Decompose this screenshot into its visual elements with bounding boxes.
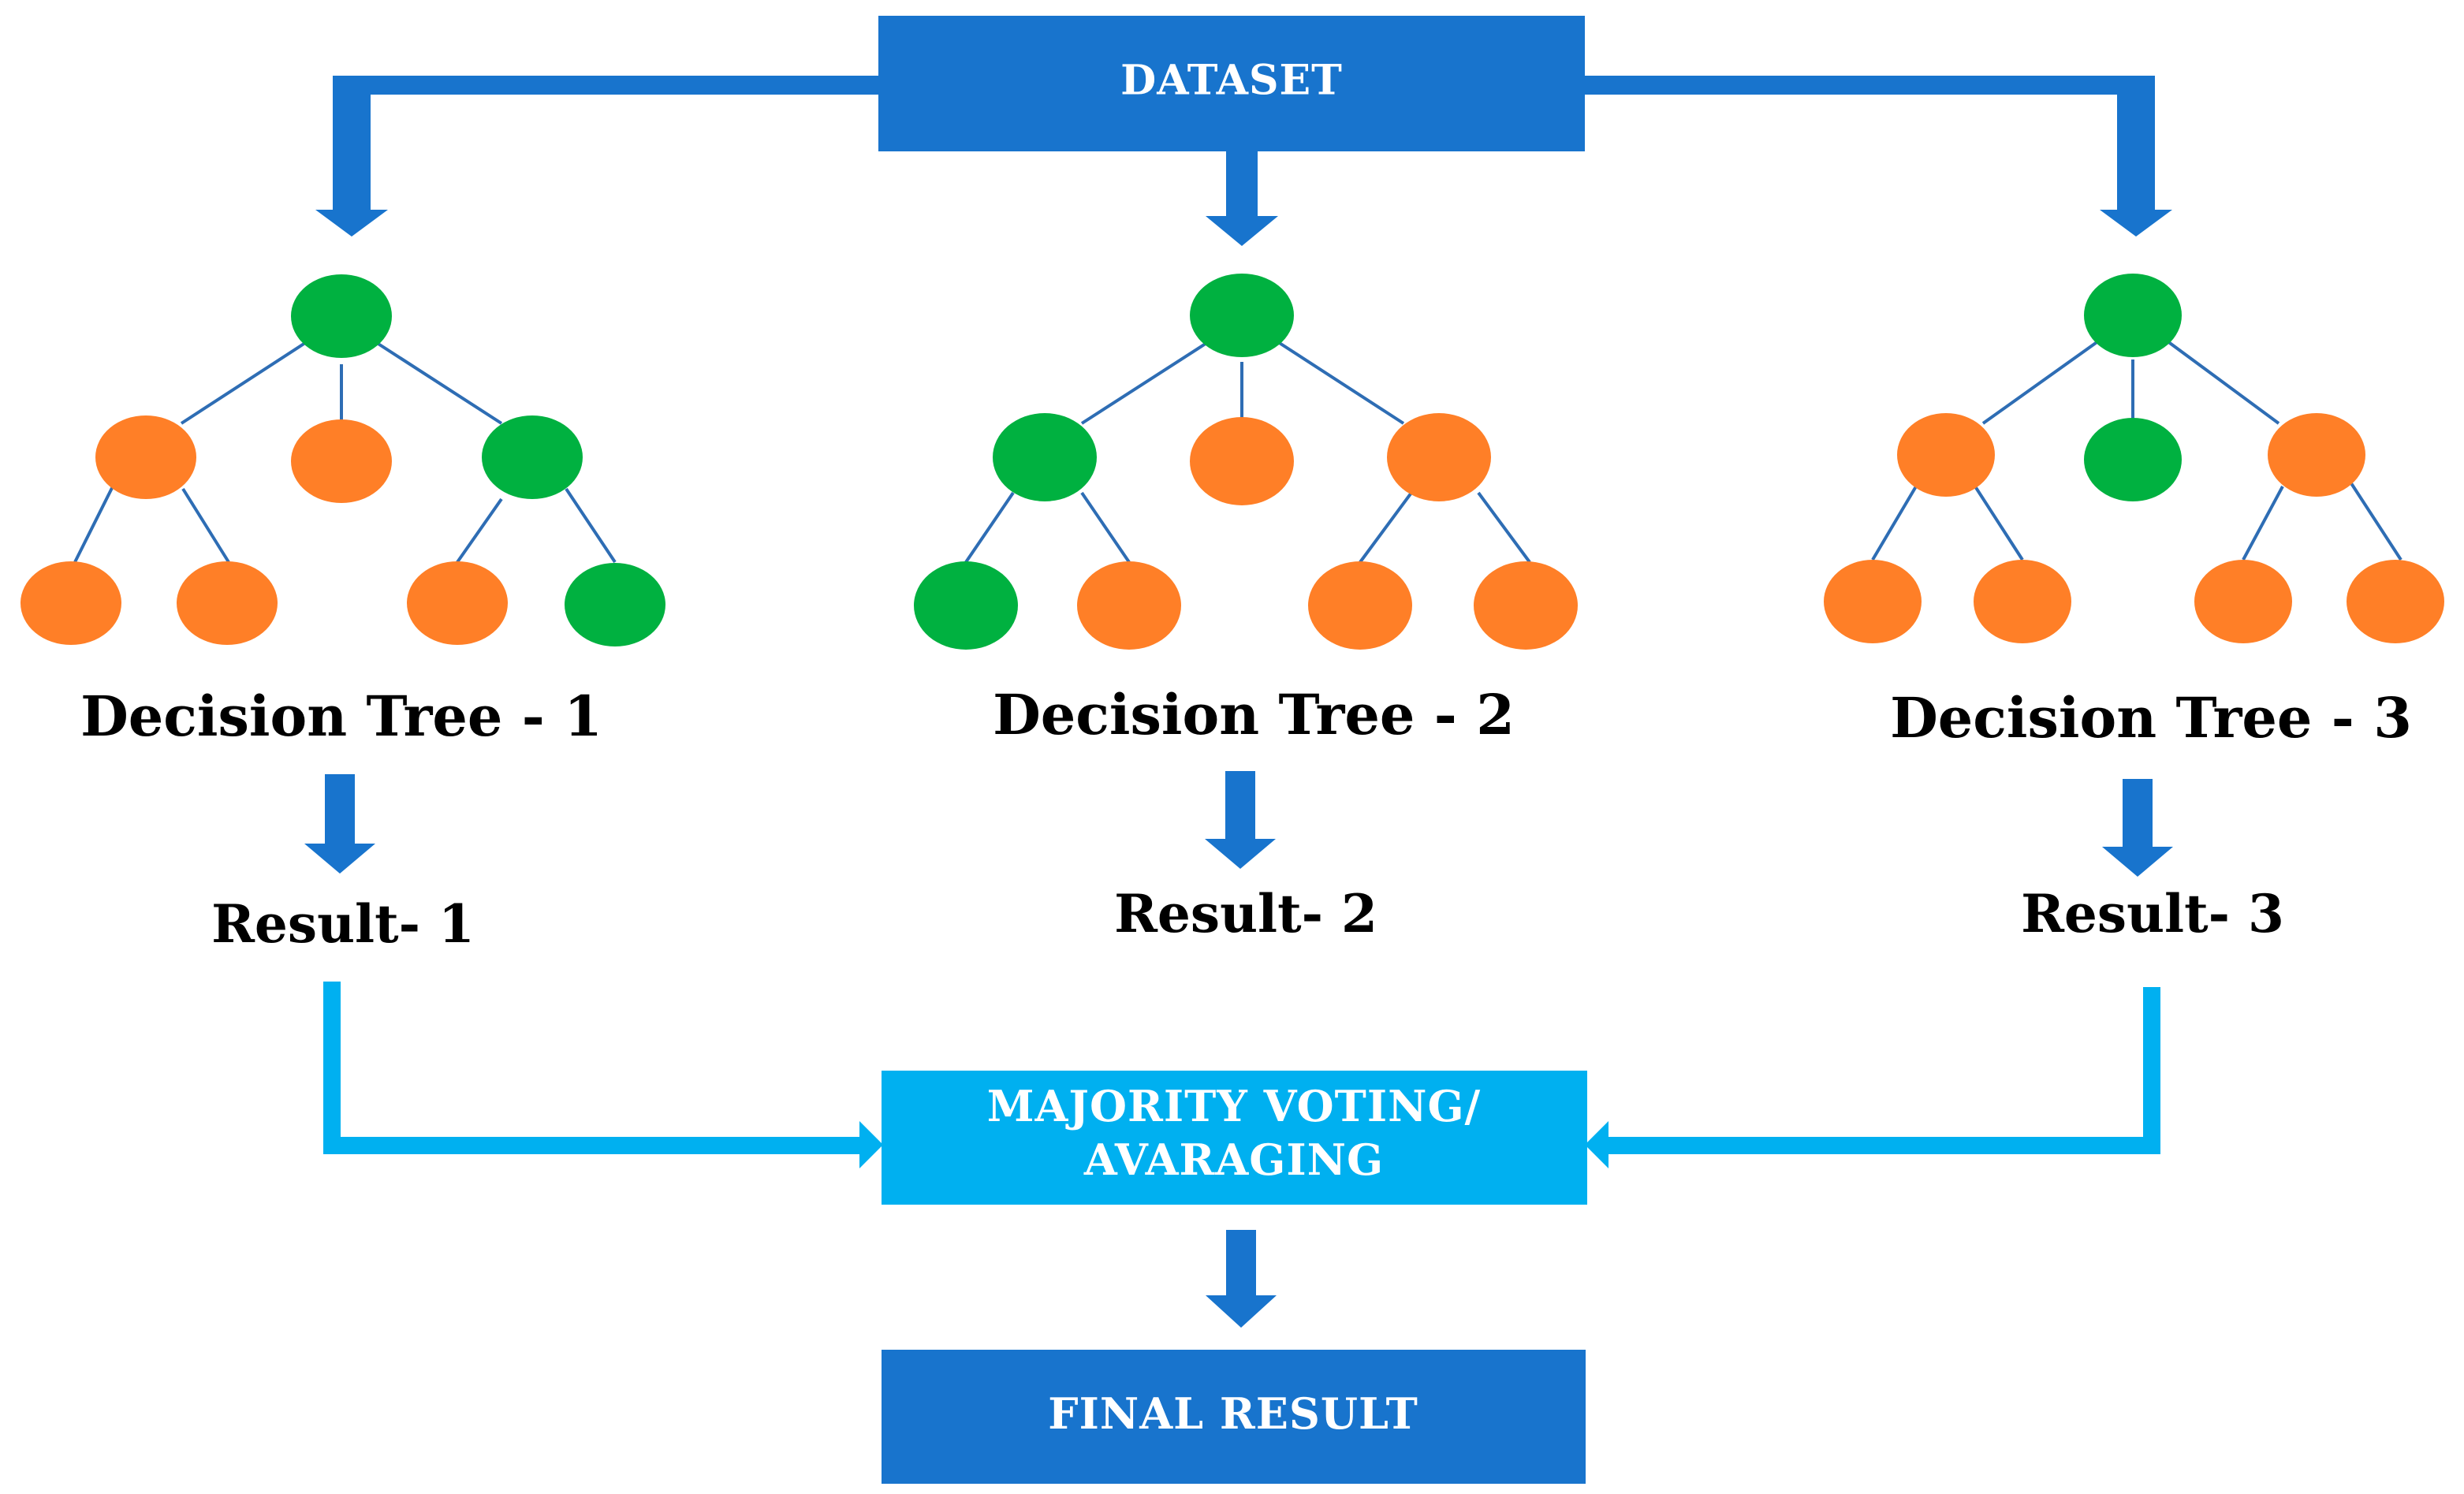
tree-node-leaf-3	[1308, 561, 1412, 650]
tree-edges	[1871, 337, 2402, 561]
voting-label-line2: AVARAGING	[1083, 1134, 1384, 1185]
results-to-voting-arrows	[323, 982, 2160, 1168]
tree-node-leaf-3	[2194, 560, 2292, 643]
tree-node-leaf-4	[565, 563, 665, 646]
tree-edges	[73, 340, 617, 564]
final-result-label: FINAL RESULT	[1048, 1388, 1418, 1439]
tree-node-level1-3	[482, 415, 583, 499]
tree-node-level1-2	[2084, 418, 2182, 501]
tree-3-title: Decision Tree - 3	[1890, 685, 2412, 751]
arrow-voting-to-final	[1206, 1230, 1277, 1328]
tree-node-leaf-1	[1824, 560, 1922, 643]
arrow-dataset-to-tree-3	[1585, 76, 2172, 237]
tree-node-leaf-2	[177, 561, 278, 645]
tree-node-root	[291, 274, 392, 358]
voting-label-line1: MAJORITY VOTING/	[987, 1081, 1482, 1131]
tree-node-leaf-1	[914, 561, 1018, 650]
decision-tree-1: Decision Tree - 1	[21, 274, 665, 749]
tree-node-leaf-4	[2347, 560, 2444, 643]
arrow-dataset-to-tree-1	[315, 76, 878, 237]
arrow-result-1-to-voting	[323, 982, 883, 1168]
tree-node-leaf-1	[21, 561, 121, 645]
result-3-label: Result- 3	[2021, 883, 2284, 944]
tree-node-leaf-2	[1077, 561, 1181, 650]
final-result-node: FINAL RESULT	[882, 1350, 1586, 1484]
dataset-label: DATASET	[1120, 57, 1343, 105]
tree-node-root	[2084, 274, 2182, 357]
tree-to-result-arrows	[304, 771, 2173, 877]
arrow-tree-3-to-result-3	[2102, 779, 2173, 877]
decision-tree-3: Decision Tree - 3	[1824, 274, 2444, 751]
decision-tree-2: Decision Tree - 2	[914, 274, 1578, 747]
tree-node-level1-3	[1387, 413, 1491, 501]
tree-node-level1-2	[1190, 417, 1294, 505]
arrow-dataset-to-tree-2	[1206, 151, 1278, 246]
dataset-to-trees-arrows	[315, 76, 2172, 246]
arrow-result-3-to-voting	[1585, 987, 2160, 1168]
tree-node-leaf-3	[407, 561, 508, 645]
tree-node-root	[1190, 274, 1294, 357]
arrow-tree-2-to-result-2	[1205, 771, 1276, 869]
tree-node-level1-1	[1897, 413, 1995, 497]
tree-edges	[964, 339, 1531, 564]
tree-node-leaf-2	[1974, 560, 2071, 643]
dataset-node: DATASET	[878, 16, 1585, 151]
voting-node: MAJORITY VOTING/ AVARAGING	[882, 1071, 1587, 1205]
results: Result- 1 Result- 2 Result- 3	[211, 883, 2284, 955]
tree-node-level1-1	[95, 415, 196, 499]
tree-node-level1-3	[2268, 413, 2365, 497]
arrow-tree-1-to-result-1	[304, 774, 375, 874]
result-1-label: Result- 1	[211, 893, 475, 955]
tree-1-title: Decision Tree - 1	[80, 684, 602, 749]
tree-node-level1-1	[993, 413, 1097, 501]
tree-node-leaf-4	[1474, 561, 1578, 650]
result-2-label: Result- 2	[1114, 883, 1377, 944]
tree-2-title: Decision Tree - 2	[993, 682, 1515, 747]
tree-node-level1-2	[291, 419, 392, 503]
